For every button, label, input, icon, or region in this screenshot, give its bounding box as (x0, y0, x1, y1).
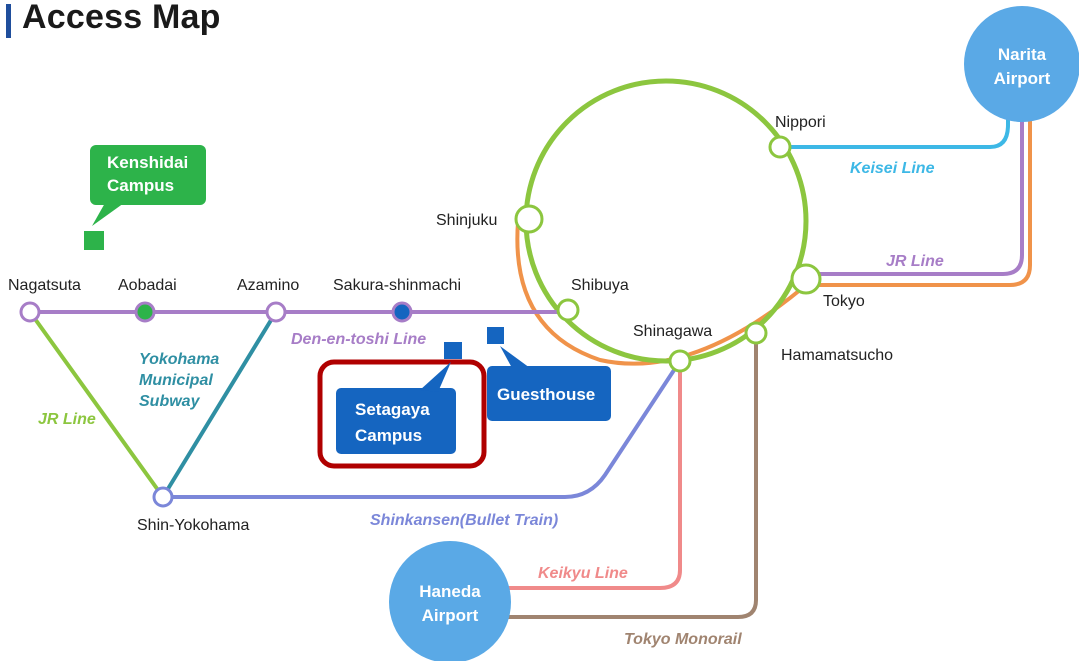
keisei-line (778, 93, 1010, 149)
station-shinyokohama-marker[interactable] (152, 486, 174, 508)
station-aobadai-marker[interactable] (134, 301, 156, 323)
den-en-toshi-line-label: Den-en-toshi Line (291, 331, 426, 348)
station-nagatsuta-marker[interactable] (19, 301, 41, 323)
subway-label-line2: Municipal (139, 372, 213, 389)
station-hamamatsucho-marker[interactable] (744, 321, 768, 345)
jr-line-narita-orange (810, 108, 1032, 287)
station-azamino-label: Azamino (237, 277, 299, 294)
kenshidai-label-2: Campus (107, 176, 174, 195)
station-shinjuku-marker[interactable] (514, 204, 544, 234)
station-azamino-marker[interactable] (265, 301, 287, 323)
kenshidai-campus-callout[interactable]: Kenshidai Campus (84, 145, 206, 250)
station-shinagawa-marker[interactable] (668, 349, 692, 373)
station-shinjuku-label: Shinjuku (436, 212, 497, 229)
kenshidai-campus-marker (84, 231, 104, 250)
haneda-label-1: Haneda (419, 582, 481, 601)
station-tokyo-label: Tokyo (823, 293, 865, 310)
kenshidai-label-1: Kenshidai (107, 153, 188, 172)
tokyo-monorail-label: Tokyo Monorail (624, 631, 742, 648)
title-accent-bar (6, 4, 11, 38)
narita-label-2: Airport (994, 69, 1051, 88)
narita-airport[interactable]: Narita Airport (964, 6, 1079, 122)
station-shinagawa-label: Shinagawa (633, 323, 712, 340)
haneda-airport[interactable]: Haneda Airport (389, 541, 511, 661)
guesthouse-callout[interactable]: Guesthouse (487, 327, 611, 421)
page-title: Access Map (22, 0, 221, 36)
chuo-line-arc (515, 220, 802, 366)
setagaya-campus-callout[interactable]: Setagaya Campus (317, 342, 487, 469)
keikyu-line-label: Keikyu Line (538, 565, 628, 582)
station-nippori-label: Nippori (775, 114, 826, 131)
station-tokyo-marker[interactable] (790, 263, 822, 295)
yokohama-subway-line (161, 310, 278, 499)
setagaya-campus-marker (444, 342, 462, 359)
shinkansen-line-label: Shinkansen(Bullet Train) (370, 512, 558, 529)
setagaya-highlight-frame (317, 359, 487, 469)
keisei-line-label: Keisei Line (850, 160, 935, 177)
keikyu-line (503, 359, 682, 590)
station-nippori-marker[interactable] (768, 135, 792, 159)
station-hamamatsucho-label: Hamamatsucho (781, 347, 893, 364)
jr-line-left-label: JR Line (38, 411, 96, 428)
subway-label-line3: Subway (139, 393, 201, 410)
station-nagatsuta-label: Nagatsuta (8, 277, 81, 294)
setagaya-label-1: Setagaya (355, 400, 430, 419)
setagaya-label-2: Campus (355, 426, 422, 445)
station-shinyokohama-label: Shin-Yokohama (137, 517, 249, 534)
haneda-label-2: Airport (422, 606, 479, 625)
guesthouse-label: Guesthouse (497, 385, 595, 404)
subway-label-line1: Yokohama (139, 351, 219, 368)
jr-line-right-label: JR Line (886, 253, 944, 270)
guesthouse-marker (487, 327, 504, 344)
narita-label-1: Narita (998, 45, 1047, 64)
jr-line-left (28, 310, 165, 499)
tokyo-monorail-line (498, 331, 758, 619)
jr-line-narita-purple (806, 108, 1024, 276)
station-sakura-label: Sakura-shinmachi (333, 277, 461, 294)
station-sakura-marker[interactable] (391, 301, 413, 323)
shinkansen-line (161, 359, 682, 499)
station-shibuya-label: Shibuya (571, 277, 629, 294)
station-shibuya-marker[interactable] (556, 298, 580, 322)
station-aobadai-label: Aobadai (118, 277, 177, 294)
